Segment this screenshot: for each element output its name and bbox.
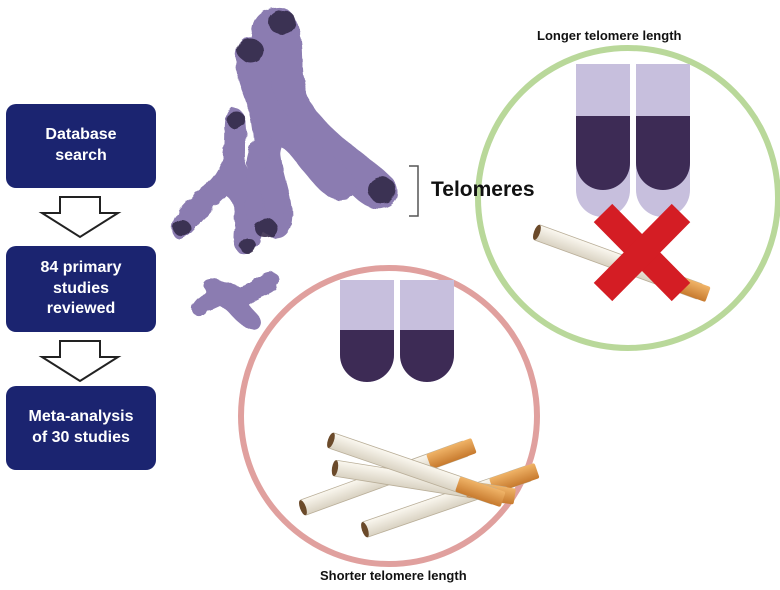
longer-telomere-circle: [475, 45, 780, 351]
short-telomere-chromatids-icon: [340, 280, 454, 382]
shorter-telomere-label: Shorter telomere length: [320, 568, 467, 583]
primary-studies-box: 84 primary studies reviewed: [6, 246, 156, 332]
down-arrow-icon: [38, 340, 122, 383]
down-arrow-icon: [38, 196, 122, 239]
long-telomere-chromatids-icon: [576, 64, 690, 217]
meta-analysis-box: Meta-analysis of 30 studies: [6, 386, 156, 470]
chromosome-icon: [171, 6, 398, 330]
telomeres-label: Telomeres: [431, 178, 535, 201]
telomere-bracket: [409, 165, 419, 217]
longer-telomere-label: Longer telomere length: [537, 28, 682, 43]
database-search-box: Database search: [6, 104, 156, 188]
shorter-telomere-circle: [238, 265, 541, 567]
red-x-icon: [593, 203, 691, 302]
